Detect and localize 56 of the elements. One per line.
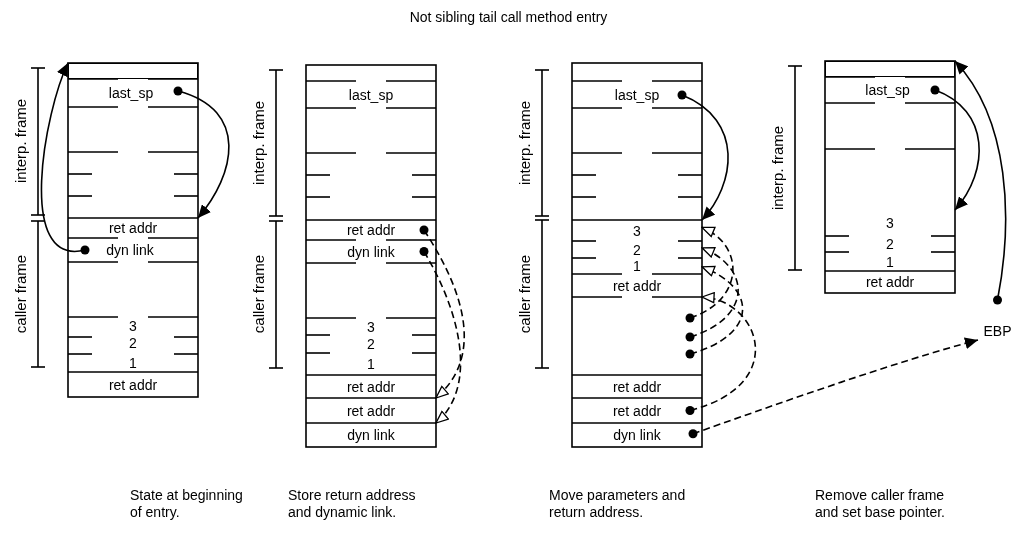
stack-slot-label: 1 — [572, 258, 702, 274]
stack-slot-label: 1 — [118, 353, 148, 372]
stack-slot-label: ret addr — [572, 375, 702, 398]
frame-label: interp. frame — [768, 125, 786, 211]
frame-label: caller frame — [11, 254, 29, 334]
arrow — [677, 90, 729, 221]
stack-slot-label: 2 — [572, 241, 702, 258]
arrow — [930, 85, 980, 211]
stack-slot-label: dyn link — [318, 240, 424, 263]
step-caption: Store return address and dynamic link. — [288, 487, 417, 521]
stack-slot — [68, 63, 198, 79]
stack-slot-label: last_sp — [840, 77, 935, 103]
arrow — [685, 293, 757, 415]
frame-label: interp. frame — [515, 100, 533, 186]
stack-slot-label: 2 — [825, 236, 955, 252]
step-caption: State at beginning of entry. — [130, 487, 244, 521]
stack-slot-label: last_sp — [321, 81, 421, 108]
stack-slot-label: dyn link — [85, 238, 175, 262]
arrow — [685, 247, 739, 342]
register-label: EBP — [978, 300, 1017, 340]
stack-slot-label: 3 — [825, 210, 955, 236]
stack-slot-label: 1 — [825, 252, 955, 271]
stack-slot-label: 2 — [356, 335, 386, 353]
arrow — [688, 337, 979, 439]
frame-label: interp. frame — [11, 98, 29, 184]
arrow — [419, 247, 462, 424]
stack-slot-label: 2 — [118, 334, 148, 352]
stack-slot-label: ret addr — [825, 271, 955, 293]
stack-slot-label: 1 — [356, 353, 386, 375]
stack-slot-label: ret addr — [68, 218, 198, 238]
arrow — [954, 60, 1007, 305]
frame-label: caller frame — [249, 254, 267, 334]
diagram-title: Not sibling tail call method entry — [408, 9, 609, 25]
frame-label: interp. frame — [249, 100, 267, 186]
step-caption: Move parameters and return address. — [549, 487, 687, 521]
stack-slot-label: ret addr — [306, 398, 436, 423]
stack-slot-label: dyn link — [581, 423, 693, 447]
stack-slot-label: ret addr — [306, 375, 436, 398]
stack-slot-label: ret addr — [584, 398, 690, 423]
arrow — [685, 266, 744, 359]
stack-slot-label: last_sp — [84, 79, 178, 107]
stack-slot-label: dyn link — [306, 423, 436, 447]
stack-slot — [825, 61, 955, 77]
stack-slot-label: ret addr — [68, 372, 198, 397]
arrow — [419, 225, 465, 399]
frame-label: caller frame — [515, 254, 533, 334]
arrow — [685, 226, 734, 323]
arrow — [173, 86, 230, 219]
stack-slot-label: 3 — [118, 317, 148, 334]
step-caption: Remove caller frame and set base pointer. — [815, 487, 946, 521]
stack-slot-label: 3 — [356, 318, 386, 335]
stack-slot-label: ret addr — [318, 220, 424, 240]
stack-slot-label: last_sp — [592, 81, 682, 108]
stack-slot-label: 3 — [572, 220, 702, 241]
stack-slot-label: ret addr — [572, 274, 702, 297]
arrow — [40, 62, 90, 255]
